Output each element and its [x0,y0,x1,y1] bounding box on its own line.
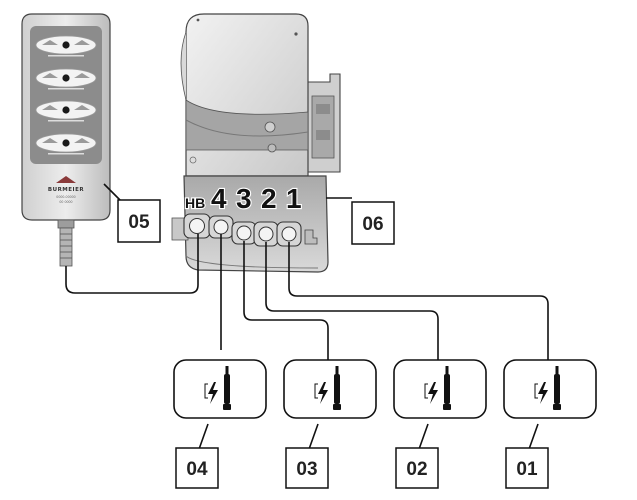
handset-sublabel-1: 0000-00000 [56,195,75,199]
motor-01-icon [503,359,597,419]
cable-motor-03 [243,241,329,360]
callout-01: 01 [505,447,549,489]
callout-06-label: 06 [362,214,383,235]
callout-05: 05 [117,199,161,243]
port-label-1: 1 [286,183,302,214]
motor-04-icon [173,359,267,419]
callout-04: 04 [175,447,219,489]
callout-02: 02 [395,447,439,489]
cable-handset [65,234,199,294]
socket-1 [276,221,302,247]
cables [65,183,549,453]
leader-05 [103,183,121,201]
handset-cable-sleeve [57,219,75,229]
callout-06: 06 [351,201,395,245]
handset-keypad-panel [30,26,102,164]
port-label-hb: HB [185,195,205,211]
handset-button-row-2 [35,68,97,88]
port-label-3: 3 [236,183,252,214]
motor-02-icon [393,359,487,419]
handset-button-row-4 [35,133,97,153]
handset-illustration: BURMEIER 0000-00000 00 0000 [21,13,111,267]
brand-logo-mark [56,176,76,183]
control-box-body [185,13,309,177]
cable-motor-01 [288,242,549,360]
callout-05-label: 05 [128,212,150,233]
motor-03-icon [283,359,377,419]
handset-brand-label: BURMEIER [48,187,84,193]
port-label-2: 2 [261,183,277,214]
control-box-illustration: HB 4 3 2 1 [171,13,341,273]
socket-3 [231,221,257,245]
socket-hb [183,213,211,239]
callout-03-label: 03 [296,459,317,480]
callout-03: 03 [285,447,329,489]
callout-01-label: 01 [516,459,538,480]
callout-04-label: 04 [186,459,208,480]
port-label-4: 4 [211,183,227,214]
handset-sublabel-2: 00 0000 [59,200,72,204]
callout-02-label: 02 [406,459,427,480]
cable-motor-02 [265,242,439,360]
handset-button-row-3 [35,100,97,120]
handset-button-row-1 [35,35,97,55]
socket-2 [253,221,279,247]
